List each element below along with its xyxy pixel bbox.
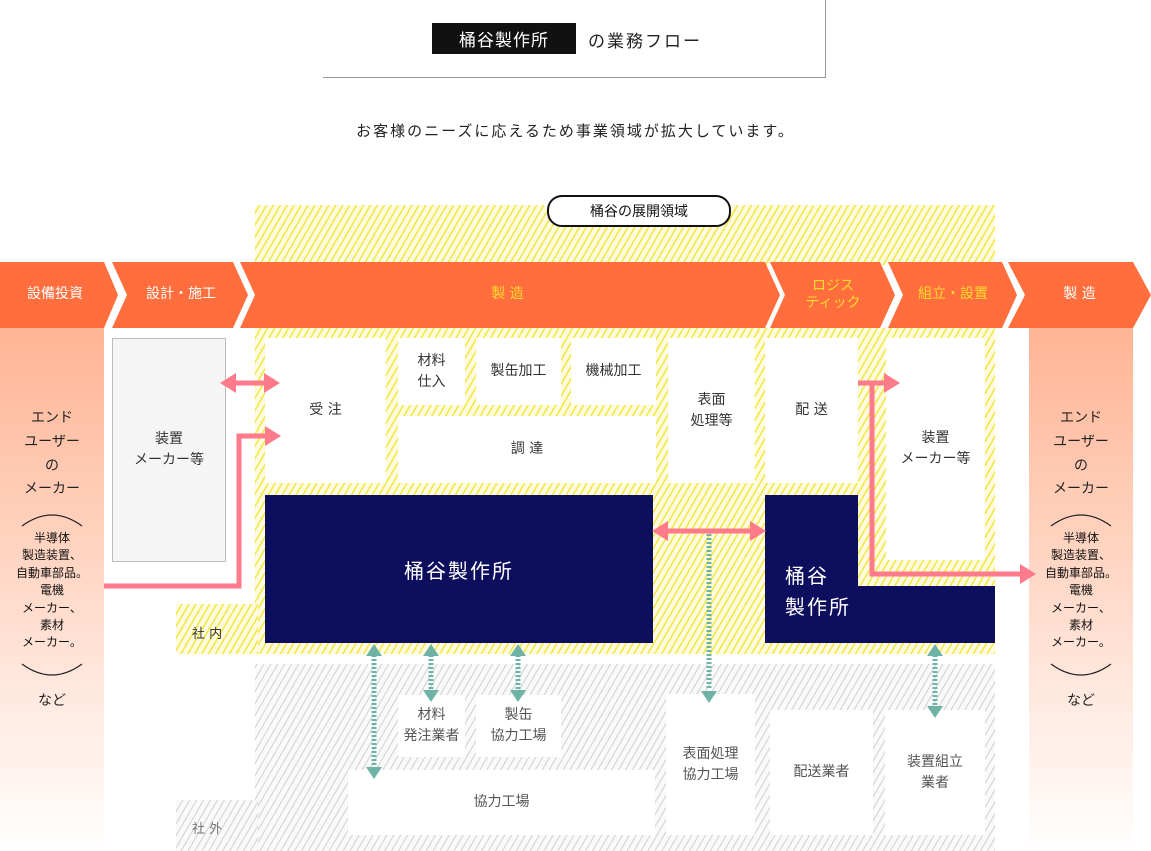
stage-mfg-right-shape — [1008, 262, 1151, 328]
company-right-block-a — [765, 495, 858, 643]
assembly-vendor-box: 装置組立 業者 — [885, 710, 985, 835]
delivery-box: 配 送 — [765, 338, 858, 483]
material-box: 材料 仕入 — [398, 338, 465, 405]
company-main-block: 桶谷製作所 — [265, 495, 653, 643]
end-user-right-title: エンド ユーザー の メーカー — [1053, 410, 1109, 498]
domain-pill: 桶谷の展開領域 — [547, 195, 731, 227]
bracket-right-bottom — [1050, 663, 1112, 676]
bracket-right-top — [1050, 514, 1112, 527]
surface-partner-box: 表面処理 協力工場 — [666, 694, 755, 835]
company-badge-text: 桶谷製作所 — [459, 31, 549, 51]
company-right-block-b — [850, 586, 995, 643]
end-user-left-etc: など — [38, 693, 66, 709]
equipment-maker-right: 装置 メーカー等 — [886, 338, 985, 560]
teal-arrow-cooperating-down — [366, 767, 382, 779]
delivery-vendor-box: 配送業者 — [770, 710, 873, 835]
subtitle: お客様のニーズに応えるため事業領域が拡大しています。 — [356, 122, 795, 140]
company-badge: 桶谷製作所 — [432, 23, 576, 54]
stage-bar — [0, 262, 1151, 328]
internal-label: 社 内 — [192, 627, 223, 642]
teal-arrow-cooperating-up — [366, 644, 382, 656]
domain-pill-text: 桶谷の展開領域 — [590, 204, 688, 220]
end-user-right-etc: など — [1067, 693, 1095, 709]
stage-mfg-shape — [240, 262, 780, 328]
equipment-maker-left: 装置 メーカー等 — [112, 338, 226, 562]
stage-design: 設計・施工 — [146, 286, 216, 303]
end-user-left-examples: 半導体 製造装置、 自動車部品。 電機 メーカー、 素材 メーカー。 — [15, 531, 88, 650]
cooperating-factory-box: 協力工場 — [348, 770, 655, 835]
material-vendor-box: 材料 発注業者 — [398, 695, 465, 757]
company-main-label: 桶谷製作所 — [404, 558, 514, 583]
pink-double-arrow-order — [220, 373, 280, 393]
pink-arrow-delivery — [858, 373, 1036, 584]
end-user-left-title: エンド ユーザー の メーカー — [24, 410, 80, 498]
company-right-label: 桶谷 製作所 — [785, 564, 851, 619]
stage-logistics: ロジス ティック — [805, 277, 861, 312]
stage-capex-shape — [0, 262, 118, 328]
stage-capex: 設備投資 — [27, 286, 83, 303]
pink-arrow-enduser-to-order — [104, 426, 281, 589]
flow-title-suffix: の業務フロー — [588, 32, 702, 52]
bracket-left-top — [21, 514, 83, 527]
stage-assembly-shape — [888, 262, 1017, 328]
end-user-left — [0, 328, 104, 851]
end-user-right — [1029, 328, 1133, 851]
canning-box: 製缶加工 — [476, 338, 561, 405]
stage-mfg-right: 製 造 — [1063, 286, 1096, 303]
pink-double-arrow-companies — [652, 521, 766, 541]
bracket-left-bottom — [21, 663, 83, 676]
surface-box: 表面 処理等 — [668, 338, 755, 483]
procure-box: 調 達 — [398, 416, 656, 483]
order-box: 受 注 — [265, 338, 386, 483]
end-user-right-examples: 半導体 製造装置、 自動車部品。 電機 メーカー、 素材 メーカー。 — [1044, 531, 1117, 650]
external-area-step — [176, 800, 258, 851]
stage-logistics-shape — [770, 262, 895, 328]
external-label: 社 外 — [192, 822, 223, 837]
stage-mfg: 製 造 — [491, 286, 524, 303]
header-frame — [323, 0, 826, 78]
canning-partner-box: 製缶 協力工場 — [476, 695, 561, 757]
stage-design-shape — [112, 262, 248, 328]
machining-box: 機械加工 — [571, 338, 656, 405]
internal-area-step — [176, 604, 258, 654]
stage-assembly: 組立・設置 — [918, 286, 988, 303]
